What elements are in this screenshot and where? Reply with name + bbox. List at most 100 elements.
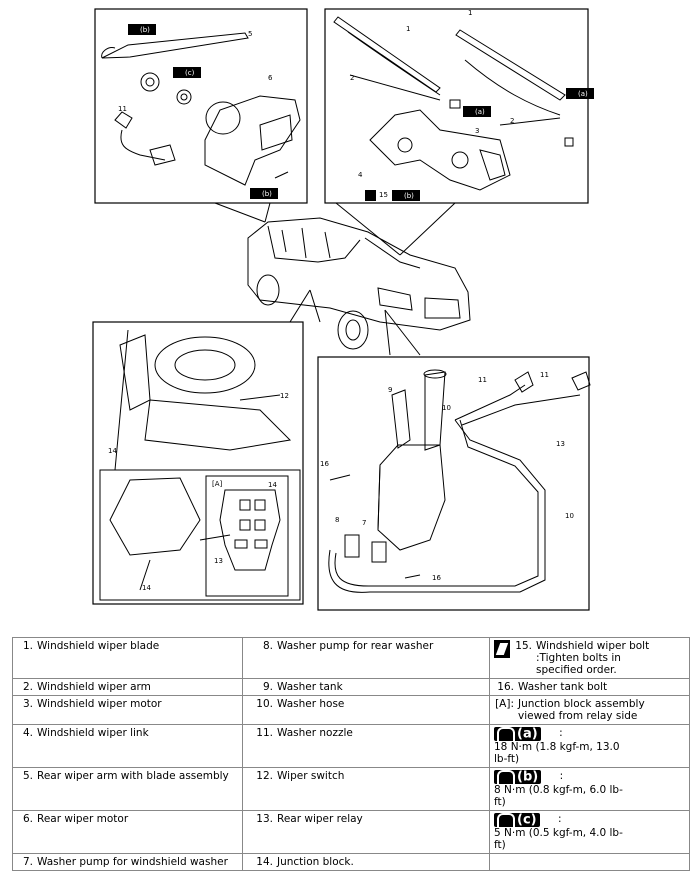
svg-text:(a): (a) (475, 108, 485, 116)
legend-number: 13. (256, 813, 273, 825)
wrench-icon (497, 813, 515, 827)
legend-row: 1. Windshield wiper blade 8.Washer pump fo… (12, 637, 690, 679)
callout-8: 8 (335, 516, 339, 524)
legend-text: 18 N·m (1.8 kgf-m, 13.0 lb-ft) (494, 741, 620, 765)
legend-number: 7. (22, 856, 33, 868)
washer-panel (317, 356, 590, 611)
legend-cell: 12.Wiper switch (242, 767, 490, 811)
callout-1-left: 1 (406, 25, 410, 33)
svg-text:(b): (b) (140, 26, 150, 34)
callout-2-right: 2 (510, 117, 514, 125)
legend-number: 1. (22, 640, 33, 652)
callout-10-lower: 10 (565, 512, 574, 520)
callout-14-main: 14 (108, 447, 117, 455)
wrench-icon (497, 727, 515, 741)
torque-badge-a-front-left: (a) (463, 106, 491, 117)
car-silhouette (247, 217, 471, 350)
callout-15: 15 (379, 191, 388, 199)
legend-text: Rear wiper motor (37, 813, 129, 825)
legend-number: 4. (22, 727, 33, 739)
legend-cell: 8.Washer pump for rear washer (242, 637, 490, 679)
callout-13-washer: 13 (556, 440, 565, 448)
legend-cell: 16. Washer tank bolt (489, 678, 690, 696)
legend-number: 6. (22, 813, 33, 825)
legend-number: 3. (22, 698, 33, 710)
legend-text: Washer tank bolt (518, 681, 608, 693)
callout-2-left: 2 (350, 74, 354, 82)
rear-wiper-panel (94, 8, 308, 204)
legend-number: : (559, 770, 564, 782)
legend-cell: (a): 18 N·m (1.8 kgf-m, 13.0 lb-ft) (489, 724, 690, 768)
legend-number: : (559, 727, 563, 739)
legend-number: 16. (497, 681, 514, 693)
callout-10-upper: 10 (442, 404, 451, 412)
callout-16-lower: 16 (432, 574, 441, 582)
callout-14-box: 14 (268, 481, 277, 489)
legend-cell: 10.Washer hose (242, 695, 490, 725)
legend-cell: 6. Rear wiper motor (12, 810, 243, 854)
torque-badge-label: (b) (517, 769, 539, 785)
legend-text: 8 N·m (0.8 kgf-m, 6.0 lb-ft) (494, 784, 623, 808)
legend-text: Washer pump for windshield washer (37, 856, 228, 868)
legend-row: 7. Washer pump for windshield washer 14.Ju… (12, 853, 690, 871)
legend-cell: 7. Washer pump for windshield washer (12, 853, 243, 871)
legend-number: : (558, 813, 562, 825)
wrench-icon (497, 770, 515, 784)
torque-badge: (b) (494, 769, 542, 785)
legend-number: 11. (256, 727, 273, 739)
legend-text: Rear wiper arm with blade assembly (37, 770, 229, 782)
callout-11-front-right: 11 (540, 371, 549, 379)
legend-cell: (c):5 N·m (0.5 kgf-m, 4.0 lb-ft) (489, 810, 690, 854)
callout-1-right: 1 (468, 9, 472, 17)
legend-text: Washer nozzle (277, 727, 353, 739)
legend-cell: 3. Windshield wiper motor (12, 695, 243, 725)
svg-text:(b): (b) (404, 192, 414, 200)
callout-6: 6 (268, 74, 273, 82)
torque-badge-b-rear-top: (b) (128, 24, 156, 35)
legend-cell: (b): 8 N·m (0.8 kgf-m, 6.0 lb-ft) (489, 767, 690, 811)
callout-16-upper: 16 (320, 460, 329, 468)
callout-3: 3 (475, 127, 479, 135)
torque-badge-a-front-right: (a) (566, 88, 594, 99)
wiper-switch-panel (92, 321, 304, 605)
svg-text:(a): (a) (578, 90, 588, 98)
legend-cell: 2.Windshield wiper arm (12, 678, 243, 696)
parts-legend-table: 1. Windshield wiper blade 8.Washer pump fo… (12, 637, 690, 871)
legend-cell: 4. Windshield wiper link (12, 724, 243, 768)
legend-cell: 15.Windshield wiper bolt :Tighten bolts … (489, 637, 690, 679)
legend-text: Wiper switch (277, 770, 345, 782)
torque-badge-label: (a) (517, 726, 538, 742)
bolt-icon (494, 640, 510, 658)
torque-badge-c-rear: (c) (173, 67, 201, 78)
front-wiper-panel (324, 8, 589, 204)
legend-text: Washer pump for rear washer (277, 640, 434, 652)
legend-cell (489, 853, 690, 871)
legend-text: Windshield wiper bolt :Tighten bolts in … (536, 640, 650, 676)
legend-cell: 11. Washer nozzle (242, 724, 490, 768)
callout-11-front-left: 11 (478, 376, 487, 384)
legend-text: Rear wiper relay (277, 813, 363, 825)
legend-text: Washer tank (277, 681, 343, 693)
legend-text: Windshield wiper blade (37, 640, 160, 652)
legend-text: Windshield wiper link (37, 727, 149, 739)
svg-text:(c): (c) (185, 69, 195, 77)
legend-number: 14. (256, 856, 273, 868)
callout-12: 12 (280, 392, 289, 400)
legend-cell: [A]:Junction block assembly viewed from … (489, 695, 690, 725)
legend-number: 9. (262, 681, 273, 693)
svg-text:(b): (b) (262, 190, 272, 198)
legend-text: Windshield wiper arm (37, 681, 151, 693)
legend-text: Windshield wiper motor (37, 698, 162, 710)
callout-7: 7 (362, 519, 366, 527)
callout-11-rear: 11 (118, 105, 127, 113)
legend-number: 10. (256, 698, 273, 710)
callout-13-box: 13 (214, 557, 223, 565)
legend-cell: 1. Windshield wiper blade (12, 637, 243, 679)
legend-cell: 5.Rear wiper arm with blade assembly (12, 767, 243, 811)
torque-badge-b-front: (b) (392, 190, 420, 201)
legend-cell: 9. Washer tank (242, 678, 490, 696)
torque-badge: (c) (494, 813, 540, 827)
legend-row: 4. Windshield wiper link 11. Washer nozzle (… (12, 724, 690, 768)
legend-cell: 14.Junction block. (242, 853, 490, 871)
